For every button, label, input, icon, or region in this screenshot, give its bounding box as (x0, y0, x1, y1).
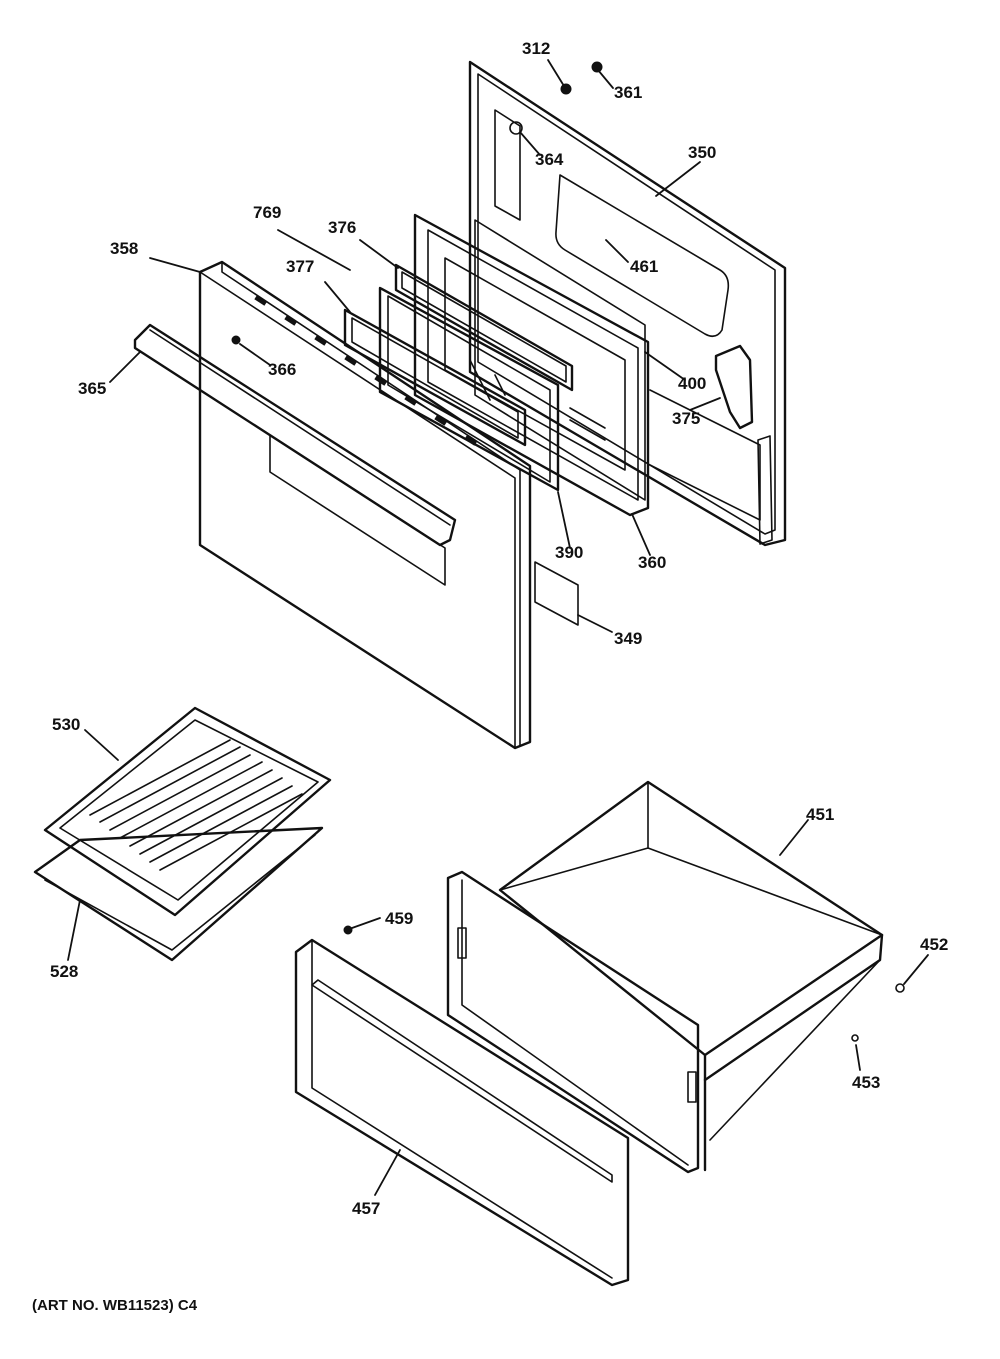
callout-360: 360 (638, 553, 666, 572)
door-liner (413, 213, 650, 517)
callout-452: 452 (920, 935, 948, 954)
rating-label (534, 561, 579, 626)
callout-390: 390 (555, 543, 583, 562)
callout-377: 377 (286, 257, 314, 276)
callout-349: 349 (614, 629, 642, 648)
callout-366: 366 (268, 360, 296, 379)
callout-459: 459 (385, 909, 413, 928)
callout-528: 528 (50, 962, 78, 981)
broiler-grid (43, 706, 332, 917)
broiler-pan (33, 826, 324, 962)
callout-769: 769 (253, 203, 281, 222)
callout-375: 375 (672, 409, 700, 428)
callout-457: 457 (352, 1199, 380, 1218)
drawer-front-panel (294, 938, 630, 1287)
callout-labels: 312 361 364 350 769 376 461 358 377 365 … (50, 39, 948, 1218)
drawer-box (498, 780, 884, 1172)
callout-312: 312 (522, 39, 550, 58)
callout-461: 461 (630, 257, 658, 276)
leader-lines (67, 59, 929, 1196)
door-handle (133, 323, 457, 547)
callout-530: 530 (52, 715, 80, 734)
callout-365: 365 (78, 379, 106, 398)
callout-361: 361 (614, 83, 642, 102)
callout-350: 350 (688, 143, 716, 162)
callout-376: 376 (328, 218, 356, 237)
grid-slots (89, 739, 303, 871)
callout-358: 358 (110, 239, 138, 258)
callout-451: 451 (806, 805, 834, 824)
door-inner-panel (468, 60, 787, 547)
callout-364: 364 (535, 150, 564, 169)
outer-door-panel (198, 260, 532, 750)
callout-453: 453 (852, 1073, 880, 1092)
drawer-frame (446, 870, 700, 1174)
window-glass-461 (474, 219, 646, 501)
gasket-frame-376 (394, 263, 574, 392)
gasket-frame-377 (343, 308, 527, 447)
callout-400: 400 (678, 374, 706, 393)
art-number-caption: (ART NO. WB11523) C4 (32, 1297, 198, 1314)
vent-slots (254, 295, 478, 446)
